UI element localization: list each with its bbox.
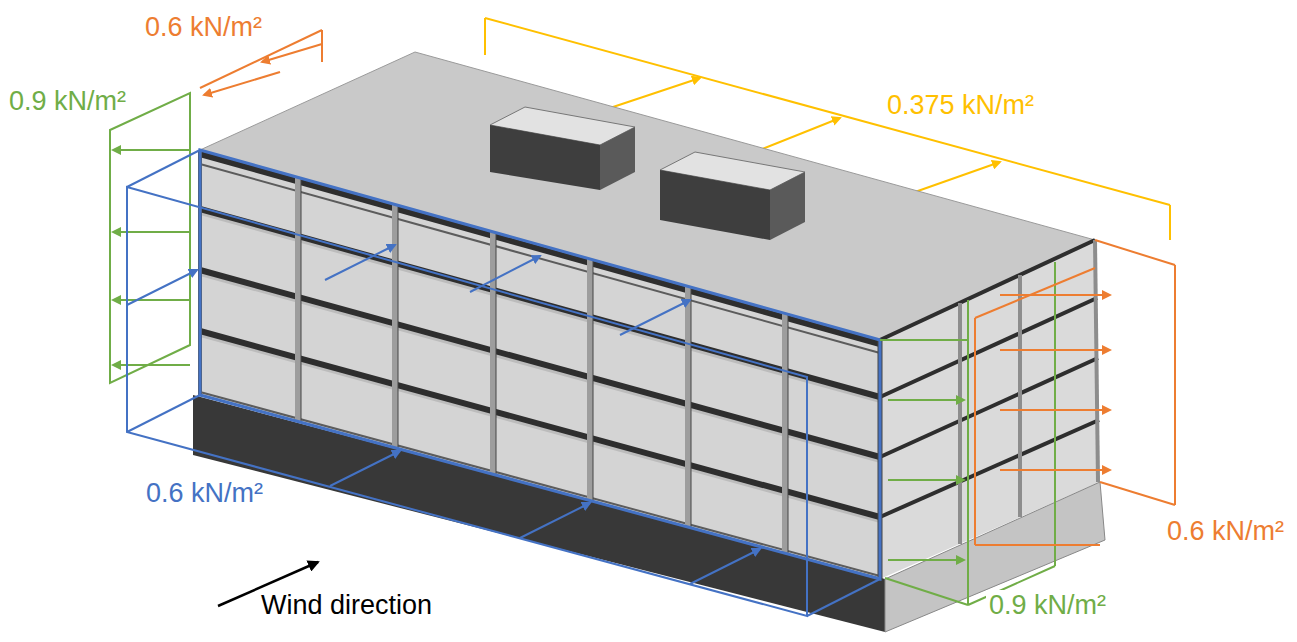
load-value: 0.6 kN/m²	[142, 12, 265, 43]
front-wall-load	[127, 150, 880, 616]
load-value: 0.9 kN/m²	[986, 590, 1109, 621]
plinth	[193, 395, 885, 632]
load-value: 0.375 kN/m²	[884, 90, 1037, 121]
load-value: 0.6 kN/m²	[1164, 516, 1287, 547]
side-wall-load	[110, 93, 190, 383]
roof-box	[490, 107, 805, 240]
side-wall-load	[880, 262, 1055, 605]
direction-label: Wind direction	[258, 590, 435, 621]
end-beam	[880, 240, 1099, 517]
end-wall-load	[975, 240, 1175, 545]
load-value: 0.6 kN/m²	[143, 478, 266, 509]
load-value: 0.9 kN/m²	[6, 86, 129, 117]
